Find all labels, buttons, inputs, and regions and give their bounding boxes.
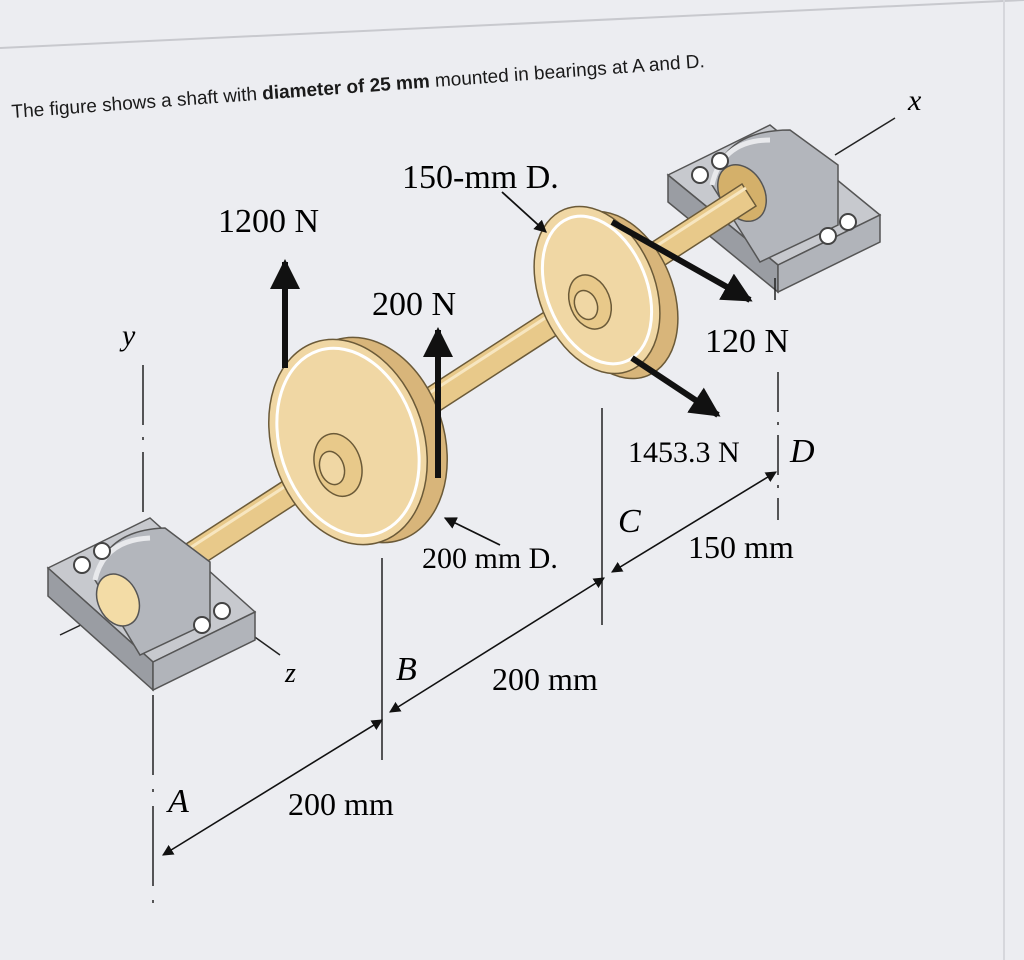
force-arrow-120n: [610, 219, 753, 303]
label-force-120n: 120 N: [705, 323, 789, 360]
label-pulley-b-diameter: 200 mm D.: [422, 542, 558, 575]
label-dim-cd: 150 mm: [688, 529, 794, 565]
leader-200mm: [443, 517, 501, 546]
label-point-b: B: [396, 651, 417, 688]
leader-150mm: [501, 191, 547, 233]
y-axis-label: y: [119, 319, 136, 352]
label-force-1200n: 1200 N: [218, 203, 319, 240]
bearing-d: [666, 124, 882, 294]
force-arrow-1453n: [630, 355, 721, 418]
figure-caption: The figure shows a shaft with diameter o…: [11, 51, 706, 123]
label-force-1453n: 1453.3 N: [628, 436, 740, 469]
label-dim-bc: 200 mm: [492, 661, 598, 697]
label-pulley-c-diameter: 150-mm D.: [402, 159, 559, 196]
page-edge-line: [0, 0, 1024, 49]
label-dim-ab: 200 mm: [288, 786, 394, 822]
dim-line-bc: [389, 577, 605, 713]
dim-line-cd: [611, 471, 777, 573]
z-axis-label: z: [284, 658, 296, 689]
x-axis-line: [834, 117, 896, 156]
label-force-200n: 200 N: [372, 286, 456, 323]
label-point-a: A: [166, 783, 189, 820]
label-point-d: D: [789, 433, 815, 470]
pulley-b: [268, 336, 448, 546]
bearing-a: [46, 517, 257, 692]
label-point-c: C: [618, 503, 641, 540]
x-axis-label: x: [907, 84, 922, 117]
pulley-c: [533, 205, 679, 380]
dim-line-ab: [162, 719, 383, 856]
